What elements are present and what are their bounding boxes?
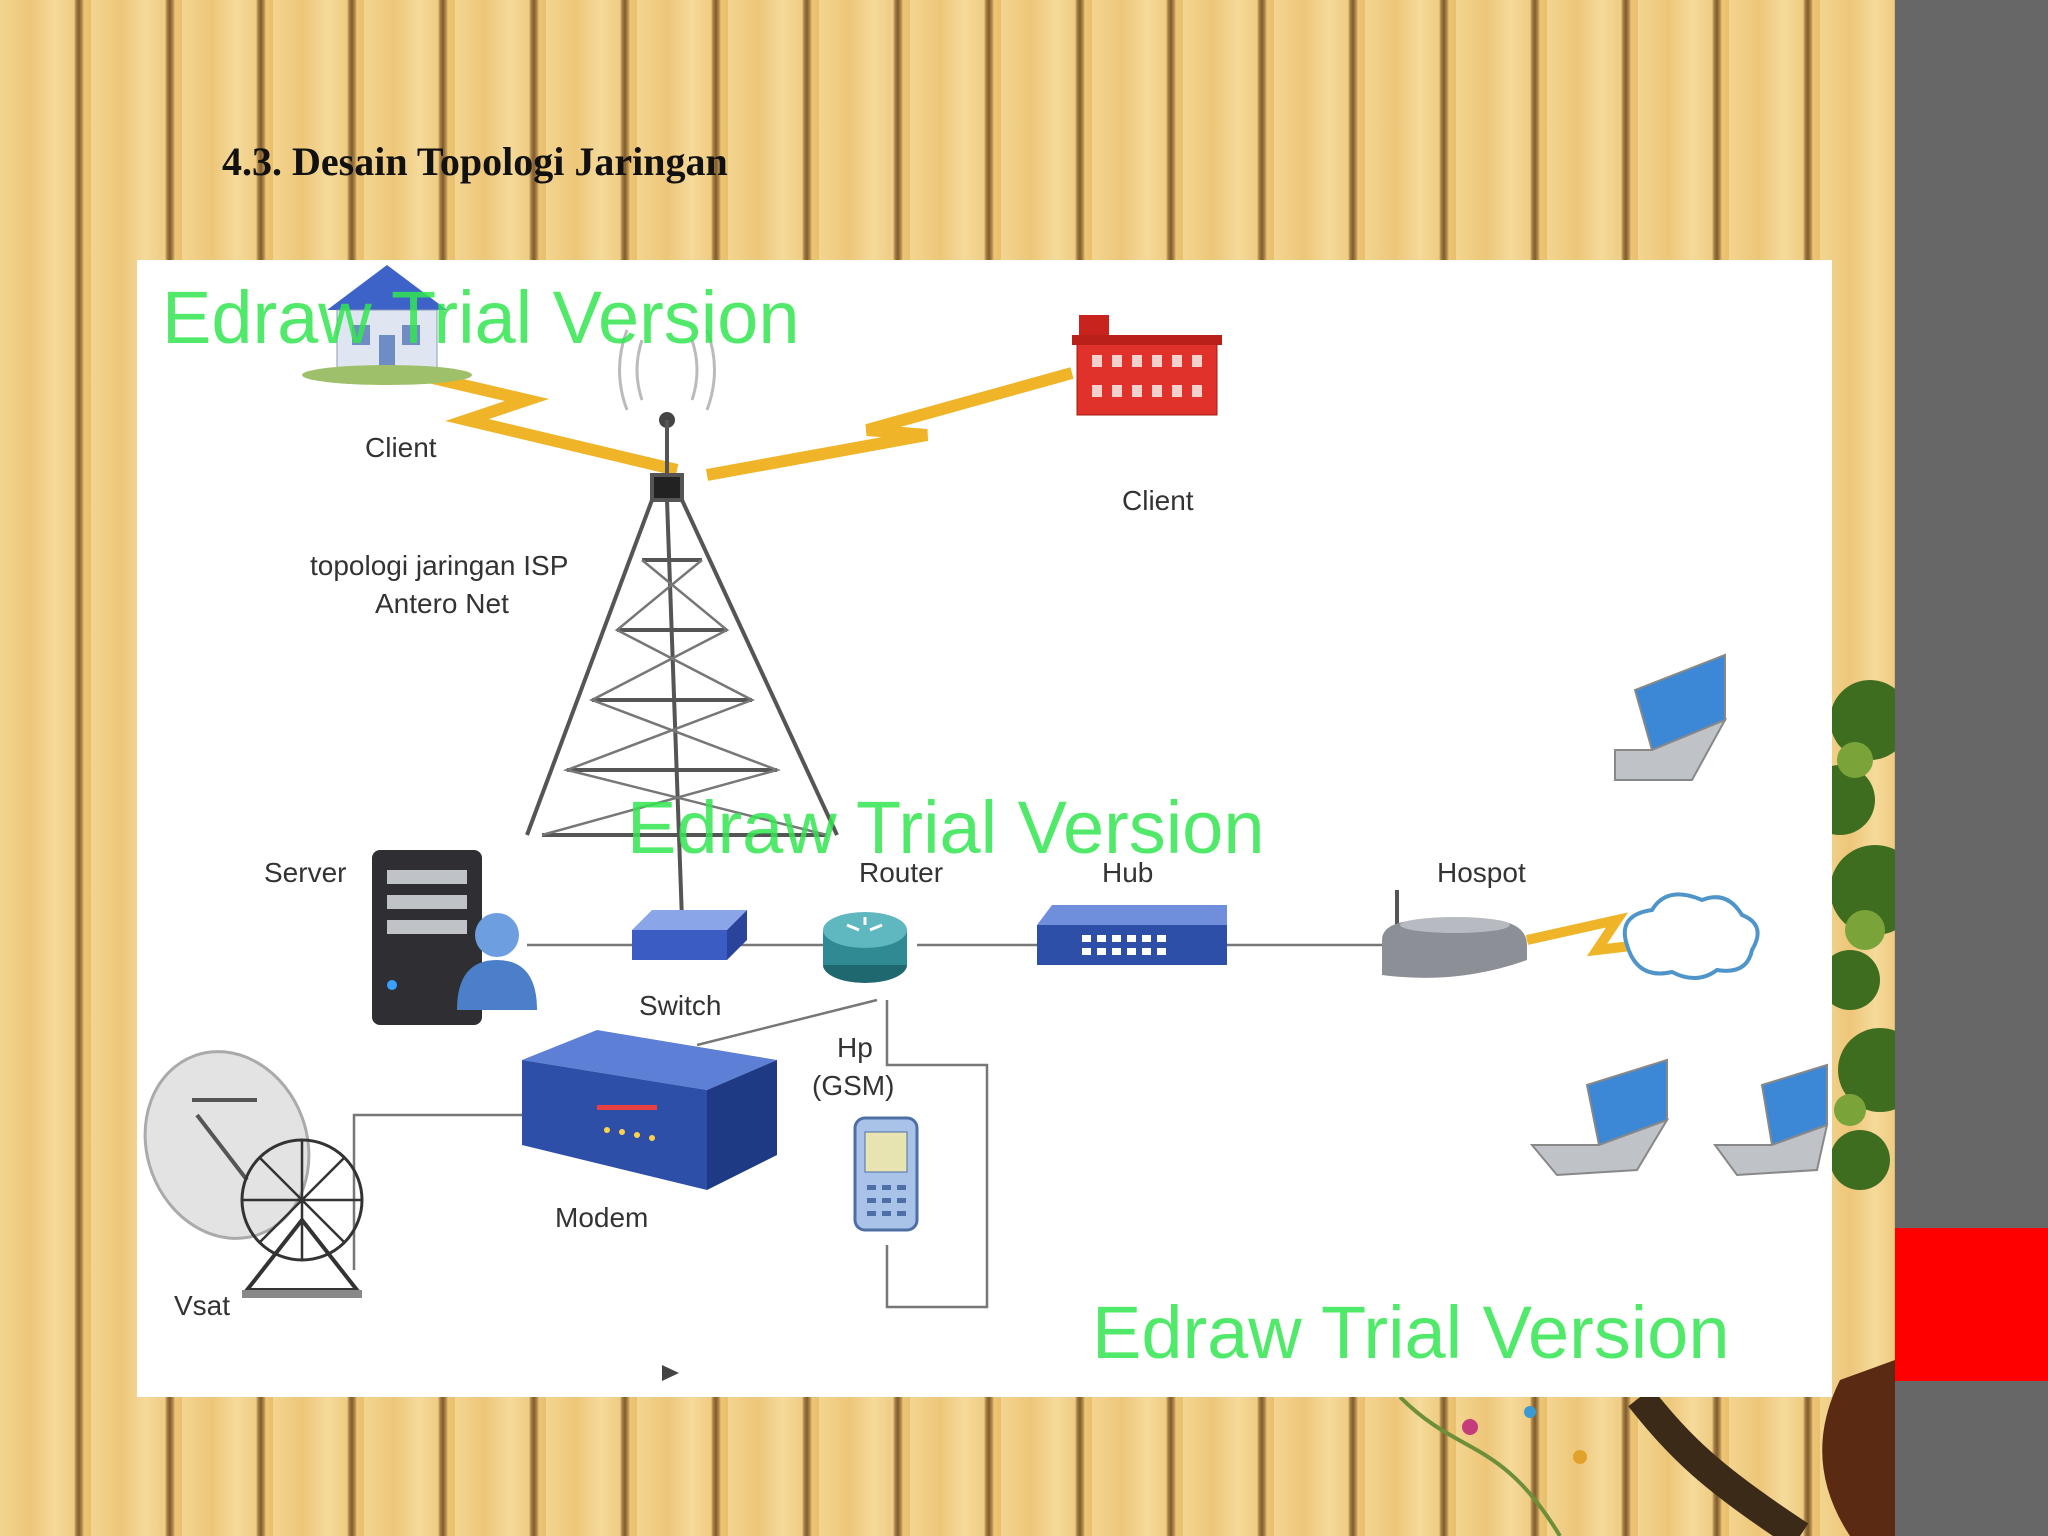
cloud-icon	[1622, 892, 1760, 980]
label-isp-line1: topologi jaringan ISP	[310, 550, 569, 581]
floral-decoration	[1398, 1397, 1809, 1536]
slide-background: 4.3. Desain Topologi Jaringan	[0, 0, 1895, 1536]
user-icon	[457, 913, 537, 1010]
network-topology-diagram: Edraw Trial Version Edraw Trial Version …	[137, 260, 1832, 1397]
hub-icon	[1037, 905, 1227, 965]
label-server: Server	[264, 857, 347, 888]
wireless-link-right	[705, 367, 1074, 481]
watermark-top: Edraw Trial Version	[162, 276, 800, 359]
plant-decoration	[1805, 680, 1895, 1536]
satellite-dish-icon	[143, 1050, 364, 1298]
radio-tower-icon	[525, 329, 839, 921]
office-building-icon	[1072, 315, 1222, 416]
router-icon	[823, 912, 907, 983]
label-hp-line2: (GSM)	[812, 1070, 895, 1101]
label-router: Router	[859, 857, 944, 888]
label-modem: Modem	[555, 1202, 649, 1233]
server-icon	[372, 850, 482, 1025]
mobile-phone-icon	[853, 1116, 919, 1232]
house-icon	[302, 265, 472, 385]
laptop-icon	[1713, 1063, 1829, 1177]
accent-block	[1895, 1228, 2048, 1381]
watermark-bottom: Edraw Trial Version	[1092, 1291, 1730, 1374]
slide-title: 4.3. Desain Topologi Jaringan	[222, 139, 728, 184]
label-hub: Hub	[1102, 857, 1154, 888]
network-links	[352, 943, 1382, 1309]
wireless-router-icon	[1382, 890, 1527, 978]
modem-icon	[522, 1030, 777, 1190]
diagram-canvas	[143, 265, 1829, 1381]
switch-icon	[632, 910, 747, 960]
laptop-icon	[1529, 1058, 1670, 1177]
label-hp-line1: Hp	[837, 1032, 873, 1063]
label-switch: Switch	[639, 990, 722, 1021]
label-isp-line2: Antero Net	[375, 588, 509, 619]
watermark-middle: Edraw Trial Version	[627, 786, 1265, 869]
laptop-icon	[1614, 653, 1728, 781]
label-hotspot: Hospot	[1437, 857, 1526, 888]
label-vsat: Vsat	[174, 1290, 231, 1321]
label-client-left: Client	[365, 432, 437, 463]
play-marker-icon	[662, 1365, 679, 1381]
label-client-right: Client	[1122, 485, 1194, 516]
